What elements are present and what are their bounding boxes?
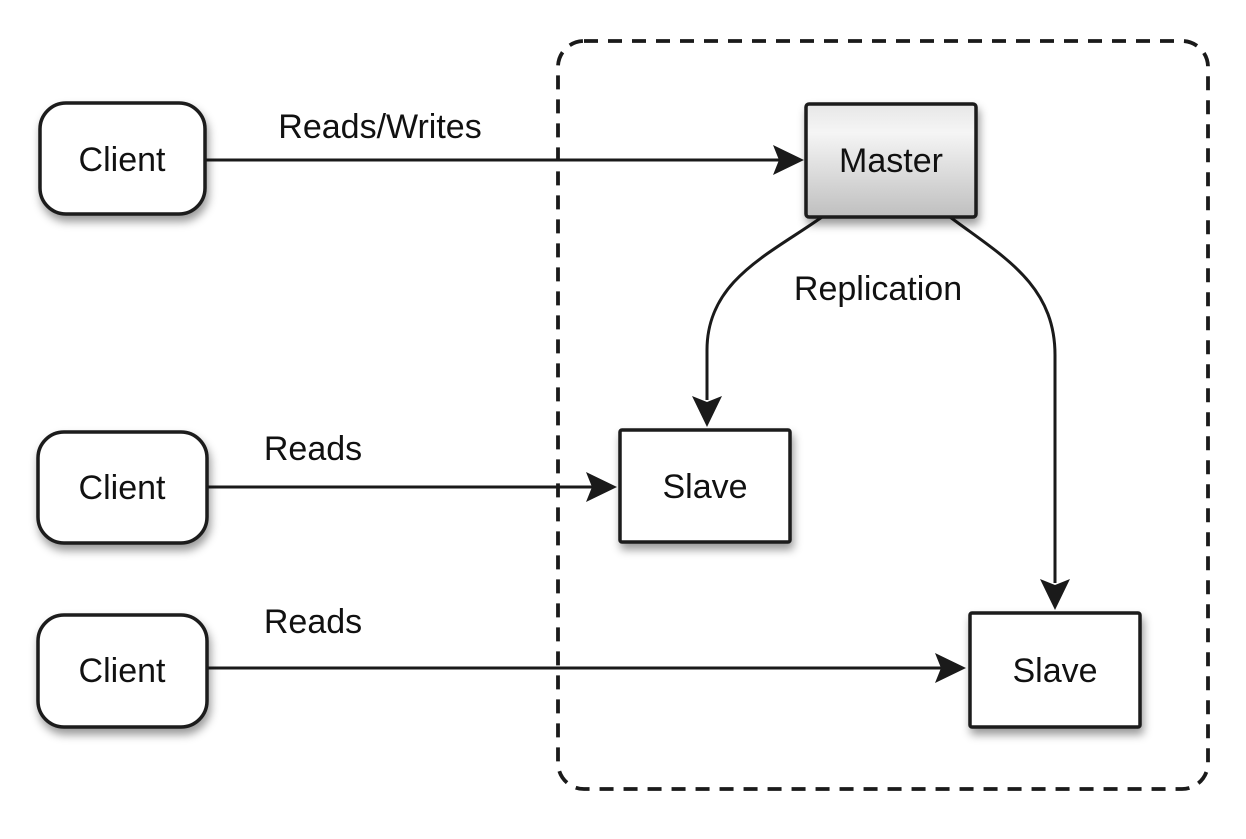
client-node-bottom: Client [36,613,209,729]
edge-label-reads-middle: Reads [264,430,362,468]
slave-right-label: Slave [1012,652,1097,690]
edge-replication-right-arrowhead [1040,579,1070,610]
edge-label-reads-writes: Reads/Writes [278,108,481,146]
client-bottom-label: Client [79,652,166,690]
slave-node-right: Slave [968,611,1142,729]
client-node-middle: Client [36,430,209,545]
master-node: Master [804,102,978,219]
slave-left-box [618,428,792,544]
edge-replication-left-arrowhead [692,396,722,427]
master-box [804,102,978,219]
edge-reads-middle-arrowhead [586,472,617,502]
edge-replication-right-curve [949,215,1057,583]
edge-reads-writes-arrowhead [773,145,804,175]
client-bottom-box [36,613,209,729]
edge-reads-bottom-arrowhead [935,653,966,683]
client-middle-box [36,430,209,545]
slave-node-left: Slave [618,428,792,544]
master-label: Master [839,142,943,180]
client-middle-label: Client [79,469,166,507]
client-node-top: Client [38,101,207,216]
slave-left-label: Slave [662,468,747,506]
slave-right-box [968,611,1142,729]
client-top-label: Client [79,141,166,179]
edge-label-replication: Replication [794,270,962,308]
replication-boundary [556,39,1210,791]
edge-label-reads-bottom: Reads [264,603,362,641]
client-top-box [38,101,207,216]
edge-replication-left-curve [705,215,823,400]
